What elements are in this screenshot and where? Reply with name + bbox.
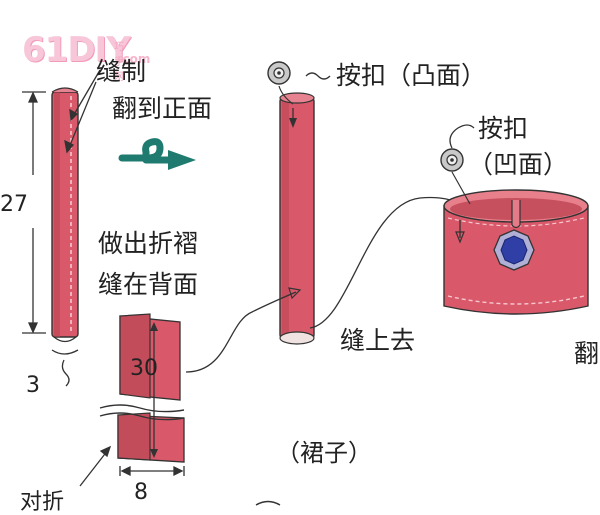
label-turn-right-side: 翻到正面 — [112, 94, 213, 123]
flow-curve-panel-to-strap — [185, 287, 302, 373]
dimension-8: 8 — [134, 480, 148, 505]
dimension-27-line — [22, 91, 46, 334]
label-fold-partial: 对折 — [20, 490, 65, 515]
fold-leader — [79, 445, 112, 487]
label-pleat-line2: 缝在背面 — [98, 270, 199, 299]
label-snap-concave-1: 按扣 — [478, 114, 529, 143]
partial-mark — [255, 500, 281, 506]
logo-domain: .com — [118, 52, 151, 66]
logo-text: 61DIY — [22, 30, 131, 70]
snap-convex-icon — [267, 61, 331, 105]
caption-skirt: （裙子） — [276, 439, 372, 467]
folded-skirt-panel — [99, 313, 185, 463]
snap-concave-icon — [440, 124, 475, 205]
label-turn-partial: 翻 — [574, 339, 600, 368]
sewn-tube — [51, 87, 79, 343]
dimension-8-line — [119, 465, 185, 477]
flow-curve-strap-to-skirt — [309, 196, 467, 329]
label-snap-concave-2: （凹面） — [468, 150, 569, 179]
dimension-27: 27 — [0, 192, 28, 217]
skirt-tube — [443, 189, 589, 315]
label-sew-on: 缝上去 — [340, 326, 416, 355]
turn-arrow-icon — [118, 138, 196, 170]
label-pleat-line1: 做出折褶 — [98, 229, 199, 258]
dimension-30: 30 — [130, 356, 158, 381]
logo-subtitle: 巧手网 — [114, 42, 124, 83]
sew-leaders — [64, 69, 101, 154]
strap-tube — [279, 92, 315, 345]
label-sew: 缝制 — [96, 57, 147, 86]
dimension-3: 3 — [26, 373, 40, 398]
dimension-3-marker — [51, 349, 79, 387]
label-snap-convex: 按扣（凸面） — [336, 61, 487, 90]
